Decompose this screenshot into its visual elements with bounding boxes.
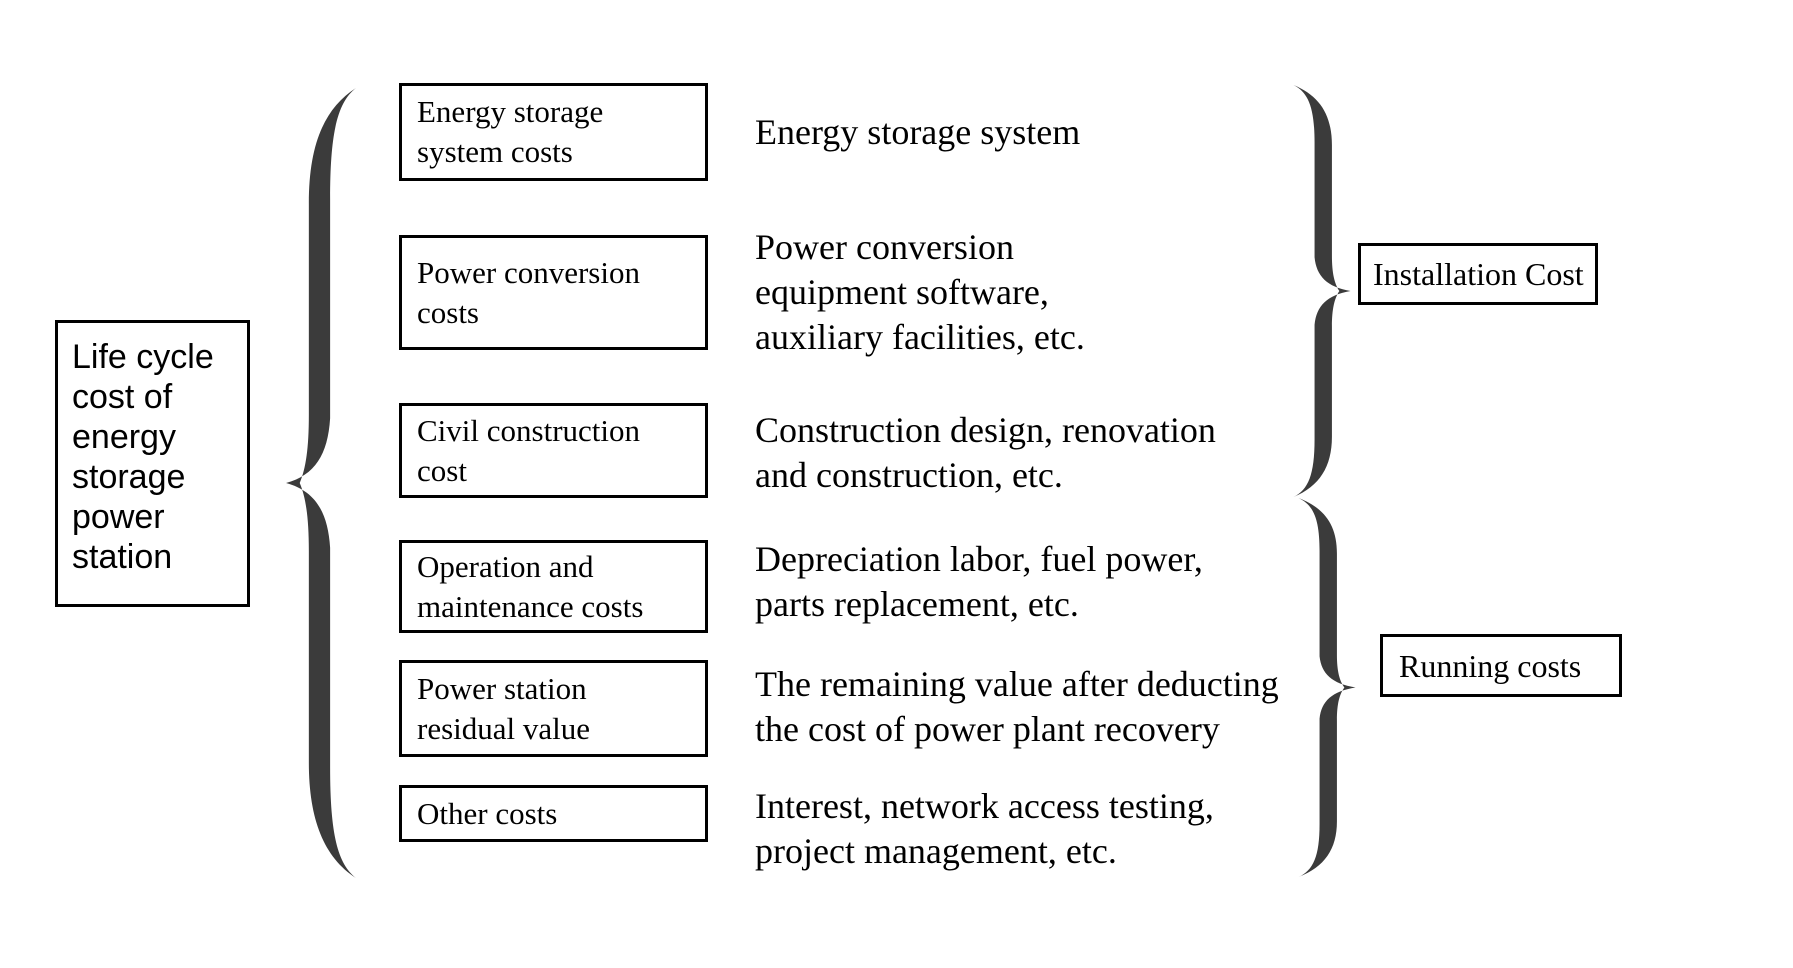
cost-node-label: Operation and maintenance costs	[417, 548, 644, 624]
description-line: auxiliary facilities, etc.	[755, 317, 1085, 357]
group-node-label: Installation Cost	[1373, 256, 1584, 292]
running-curly-brace	[1296, 498, 1358, 877]
description-operation-maintenance: Depreciation labor, fuel power, parts re…	[755, 537, 1203, 627]
cost-node-civil-construction: Civil construction cost	[399, 403, 708, 498]
description-line: parts replacement, etc.	[755, 584, 1079, 624]
cost-node-label: Energy storage system costs	[417, 94, 604, 169]
cost-node-label: Civil construction cost	[417, 412, 641, 488]
cost-node-label: Power station residual value	[417, 670, 591, 746]
description-line: project management, etc.	[755, 831, 1117, 871]
cost-node-residual-value: Power station residual value	[399, 660, 708, 757]
description-line: Energy storage system	[755, 112, 1081, 152]
description-energy-storage: Energy storage system	[755, 110, 1080, 155]
description-line: the cost of power plant recovery	[755, 709, 1220, 749]
group-node-label: Running costs	[1399, 647, 1582, 684]
description-line: Interest, network access testing,	[755, 786, 1214, 826]
cost-node-energy-storage-system: Energy storage system costs	[399, 83, 708, 181]
description-line: equipment software,	[755, 272, 1049, 312]
description-line: Construction design, renovation	[755, 410, 1216, 450]
description-line: Depreciation labor, fuel power,	[755, 539, 1203, 579]
description-line: Power conversion	[755, 227, 1014, 267]
description-residual-value: The remaining value after deducting the …	[755, 662, 1279, 752]
group-node-installation-cost: Installation Cost	[1358, 243, 1598, 305]
root-node-label: Life cycle cost of energy storage power …	[72, 338, 214, 576]
description-line: and construction, etc.	[755, 455, 1063, 495]
description-power-conversion: Power conversion equipment software, aux…	[755, 225, 1085, 360]
left-curly-brace	[283, 88, 359, 878]
cost-node-label: Power conversion costs	[417, 254, 640, 330]
description-line: The remaining value after deducting	[755, 664, 1279, 704]
cost-node-label: Other costs	[417, 795, 558, 831]
description-civil-construction: Construction design, renovation and cons…	[755, 408, 1216, 498]
installation-curly-brace	[1291, 85, 1353, 497]
cost-node-other-costs: Other costs	[399, 785, 708, 842]
cost-node-operation-maintenance: Operation and maintenance costs	[399, 540, 708, 633]
cost-node-power-conversion: Power conversion costs	[399, 235, 708, 350]
description-other-costs: Interest, network access testing, projec…	[755, 784, 1214, 874]
group-node-running-costs: Running costs	[1380, 634, 1622, 697]
root-node: Life cycle cost of energy storage power …	[55, 320, 250, 607]
